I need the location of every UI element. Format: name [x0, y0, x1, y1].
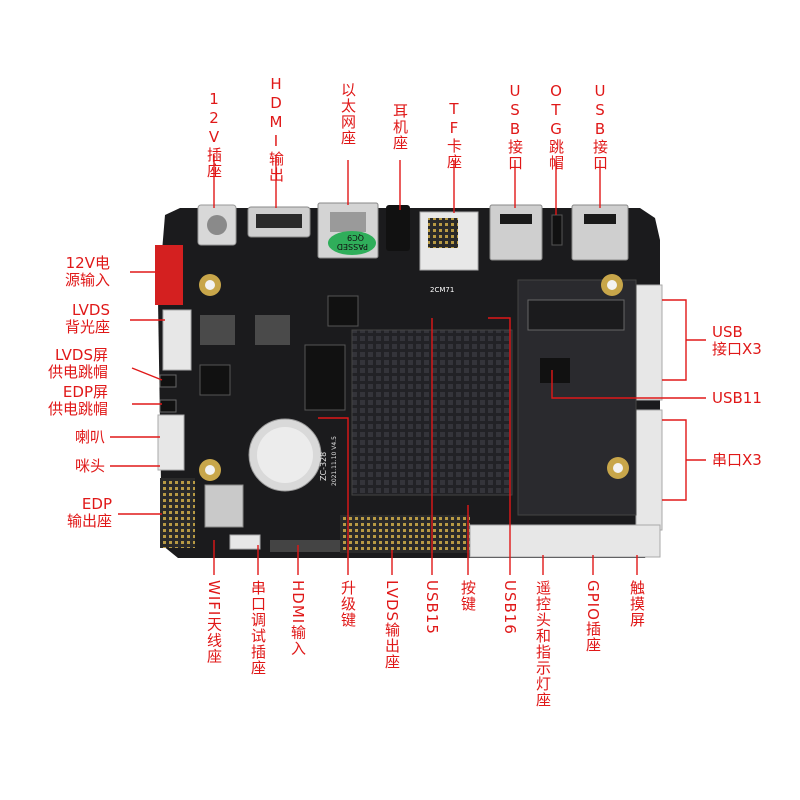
label-edp-jumper-line2: 供电跳帽: [47, 400, 108, 418]
label-lvds-backlight: LVDS 背光座: [65, 302, 110, 336]
label-12v-socket: 12V插座: [205, 90, 223, 179]
uart-x3-connectors: [635, 409, 663, 531]
silk-date-text: 2021.11.10 V4.5: [331, 436, 338, 486]
label-mic-line1: 咪头: [74, 457, 105, 475]
label-edp-out: EDP 输出座: [67, 496, 112, 530]
label-lvds-out: LVDS输出座: [383, 580, 401, 671]
label-touch: 触摸屏: [628, 580, 646, 628]
label-usb-x3-suffix: X3: [742, 340, 762, 358]
label-lvds-jumper-line1: LVDS屏: [54, 346, 108, 364]
label-lvds-backlight-line2: 背光座: [64, 318, 110, 336]
speaker-connector: [157, 414, 185, 471]
label-earphone: 耳机座: [391, 103, 409, 151]
sticker-passed-text: PASSED: [337, 242, 368, 251]
label-usb-x3-line1: USB: [712, 323, 743, 341]
label-12v-power: 12V电 源输入: [65, 255, 110, 289]
label-gpio: GPIO插座: [584, 580, 602, 653]
label-12v-power-line1: 12V电: [65, 254, 110, 272]
label-wifi-antenna: WIFI天线座: [205, 580, 223, 665]
label-edp-jumper-line1: EDP屏: [62, 383, 108, 401]
label-usb-x3-line2: 接口: [712, 340, 743, 358]
label-edp-out-line2: 输出座: [66, 512, 112, 530]
label-usb-x3: USB 接口X3: [712, 324, 762, 358]
label-hdmi-out: HDMI输出: [267, 75, 285, 183]
label-speaker: 喇叭: [75, 429, 105, 446]
label-mic: 咪头: [75, 458, 105, 475]
label-ir-led: 遥控头和指示灯座: [534, 580, 552, 708]
label-lvds-backlight-line1: LVDS: [71, 301, 110, 319]
label-usb16: USB16: [501, 580, 519, 635]
otg-jumper-hw: [551, 214, 563, 246]
label-tf-card: TF卡座: [445, 100, 463, 170]
earphone-jack: [386, 205, 410, 251]
label-usb-port-a: USB接口: [506, 82, 524, 171]
usb-port-b-hw: [571, 204, 629, 261]
red-power-connector: [155, 245, 183, 305]
label-lvds-jumper: LVDS屏 供电跳帽: [48, 347, 108, 381]
label-uart-x3: 串口X3: [712, 451, 762, 469]
label-upgrade-key: 升级键: [339, 580, 357, 628]
usb-port-a-hw: [489, 204, 543, 261]
callout-lines: [110, 155, 706, 575]
silk-model-text: ZC-328: [319, 452, 328, 481]
label-ethernet: 以太网座: [339, 82, 357, 146]
label-edp-out-line1: EDP: [81, 495, 112, 513]
label-button: 按键: [459, 580, 477, 612]
label-lvds-jumper-line2: 供电跳帽: [47, 363, 108, 381]
usb-x3-connectors: [635, 284, 663, 401]
edp-connector: [160, 478, 195, 548]
sticker-code-text: QC9: [347, 233, 364, 242]
wifi-module: [204, 484, 244, 528]
label-usb15: USB15: [423, 580, 441, 635]
lvds-backlight-connector: [162, 309, 192, 371]
label-usb-port-b: USB接口: [591, 82, 609, 171]
chip-label-text: 2CM71: [430, 286, 454, 294]
qc-sticker: [328, 231, 376, 255]
label-uart-debug: 串口调试插座: [249, 580, 267, 676]
label-usb11: USB11: [712, 389, 762, 407]
label-hdmi-in: HDMI输入: [289, 580, 307, 657]
label-12v-power-line2: 源输入: [64, 271, 110, 289]
label-edp-jumper: EDP屏 供电跳帽: [48, 384, 108, 418]
lvds-output-header: [340, 515, 470, 553]
label-otg-jumper: OTG跳帽: [547, 82, 565, 171]
bottom-white-headers: [469, 524, 661, 558]
label-speaker-line1: 喇叭: [74, 428, 105, 446]
